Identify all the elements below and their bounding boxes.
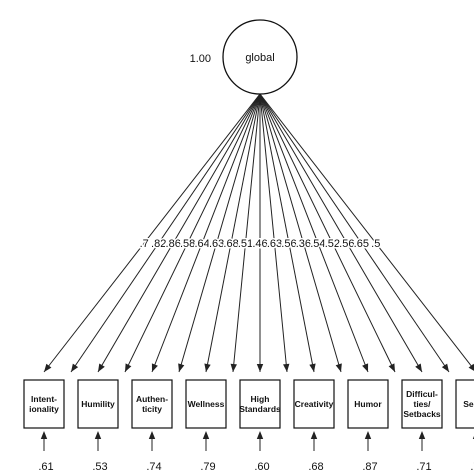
indicator-box: [23, 379, 65, 429]
error-arrowhead: [202, 431, 210, 439]
loading-path: [205, 93, 261, 373]
loading-value: .63: [267, 238, 282, 250]
loading-path: [259, 93, 315, 373]
indicator-label: High: [251, 394, 270, 404]
error-arrowhead: [310, 431, 318, 439]
loading-path: [151, 93, 261, 373]
indicator-label: ties/: [413, 399, 431, 409]
indicator-box: [77, 379, 119, 429]
loading-value: .7: [140, 238, 149, 250]
loading-arrowhead: [335, 363, 342, 372]
loading-arrowhead: [230, 363, 237, 372]
indicator-box: [131, 379, 173, 429]
indicator-label: Wellness: [188, 399, 225, 409]
loading-arrowhead: [309, 363, 316, 372]
indicator-box: [347, 379, 389, 429]
loading-value: .82: [151, 238, 166, 250]
error-value: .60: [254, 461, 269, 473]
latent-variance: 1.00: [190, 53, 211, 65]
loading-value: .68: [223, 238, 238, 250]
loading-value: .5: [371, 238, 380, 250]
loading-path: [178, 93, 261, 373]
loading-path: [259, 93, 288, 373]
error-value: .53: [92, 461, 107, 473]
loading-arrowhead: [71, 363, 79, 372]
loading-arrowhead: [44, 363, 52, 372]
loading-path: [259, 93, 342, 373]
loading-value: .56: [339, 238, 354, 250]
loading-value: .65: [354, 238, 369, 250]
loading-path: [43, 93, 261, 373]
loading-arrowhead: [362, 363, 369, 372]
loading-arrowhead: [256, 364, 264, 372]
loading-value: .56: [281, 238, 296, 250]
indicator-label: Servic: [463, 399, 474, 409]
latent-factor: global 1.00: [190, 19, 298, 95]
loading-value: .63: [209, 238, 224, 250]
loading-arrowhead: [204, 363, 211, 372]
error-arrowhead: [94, 431, 102, 439]
loading-path: [259, 93, 396, 373]
loading-path: [259, 93, 423, 373]
loading-arrowhead: [468, 363, 474, 371]
loading-value: .64: [194, 238, 209, 250]
error-value: .73: [470, 461, 474, 473]
indicator-box: [455, 379, 474, 429]
indicator-label: Creativity: [295, 399, 334, 409]
loading-arrowhead: [283, 363, 290, 372]
loading-arrowhead: [125, 363, 132, 372]
indicator-label: Setbacks: [403, 409, 441, 419]
loading-arrowhead: [415, 363, 422, 372]
indicator-boxes: Intent-ionality Humility Authen-ticity Well…: [23, 379, 474, 429]
loading-value: .52: [325, 238, 340, 250]
indicator-label: Difficul-: [406, 389, 438, 399]
loading-path: [259, 93, 369, 373]
error-value: .71: [416, 461, 431, 473]
loading-values: .7.82.86.58.64.63.68.51.46.63.56.36.54.5…: [138, 237, 382, 252]
loading-value: .51: [238, 238, 253, 250]
indicator-label: Intent-: [31, 394, 57, 404]
loading-path: [232, 93, 261, 373]
loading-value: .46: [252, 238, 267, 250]
loading-value: .54: [310, 238, 325, 250]
error-arrowhead: [256, 431, 264, 439]
error-value: .79: [200, 461, 215, 473]
indicator-label: Standards: [239, 404, 281, 414]
indicator-box: [293, 379, 335, 429]
loading-path: [259, 93, 450, 373]
indicator-label: Authen-: [136, 394, 168, 404]
error-arrows: .61 .53 .74 .79 .60 .68 .87 .71 .73: [38, 431, 474, 473]
loading-value: .86: [166, 238, 181, 250]
indicator-box: [185, 379, 227, 429]
error-arrowhead: [364, 431, 372, 439]
loading-arrowhead: [151, 363, 158, 372]
error-value: .74: [146, 461, 161, 473]
error-arrowhead: [418, 431, 426, 439]
indicator-label: ticity: [142, 404, 162, 414]
error-value: .87: [362, 461, 377, 473]
indicator-label: Humility: [81, 399, 115, 409]
loading-arrowhead: [388, 363, 395, 372]
indicator-box: [401, 379, 443, 429]
indicator-label: Humor: [354, 399, 382, 409]
latent-circle: [222, 19, 298, 95]
error-arrowhead: [40, 431, 48, 439]
loading-path: [259, 93, 474, 371]
error-arrowhead: [148, 431, 156, 439]
error-value: .68: [308, 461, 323, 473]
loading-value: .36: [296, 238, 311, 250]
loading-path: [70, 93, 261, 373]
loading-arrowhead: [178, 363, 185, 372]
loading-path: [124, 93, 261, 373]
error-value: .61: [38, 461, 53, 473]
latent-label: global: [245, 52, 274, 64]
loading-value: .58: [180, 238, 195, 250]
indicator-label: ionality: [29, 404, 59, 414]
loading-arrowhead: [441, 363, 449, 372]
loading-path: [97, 93, 261, 373]
loading-paths: [43, 93, 474, 373]
indicator-box: [239, 379, 281, 429]
loading-arrowhead: [98, 363, 105, 372]
